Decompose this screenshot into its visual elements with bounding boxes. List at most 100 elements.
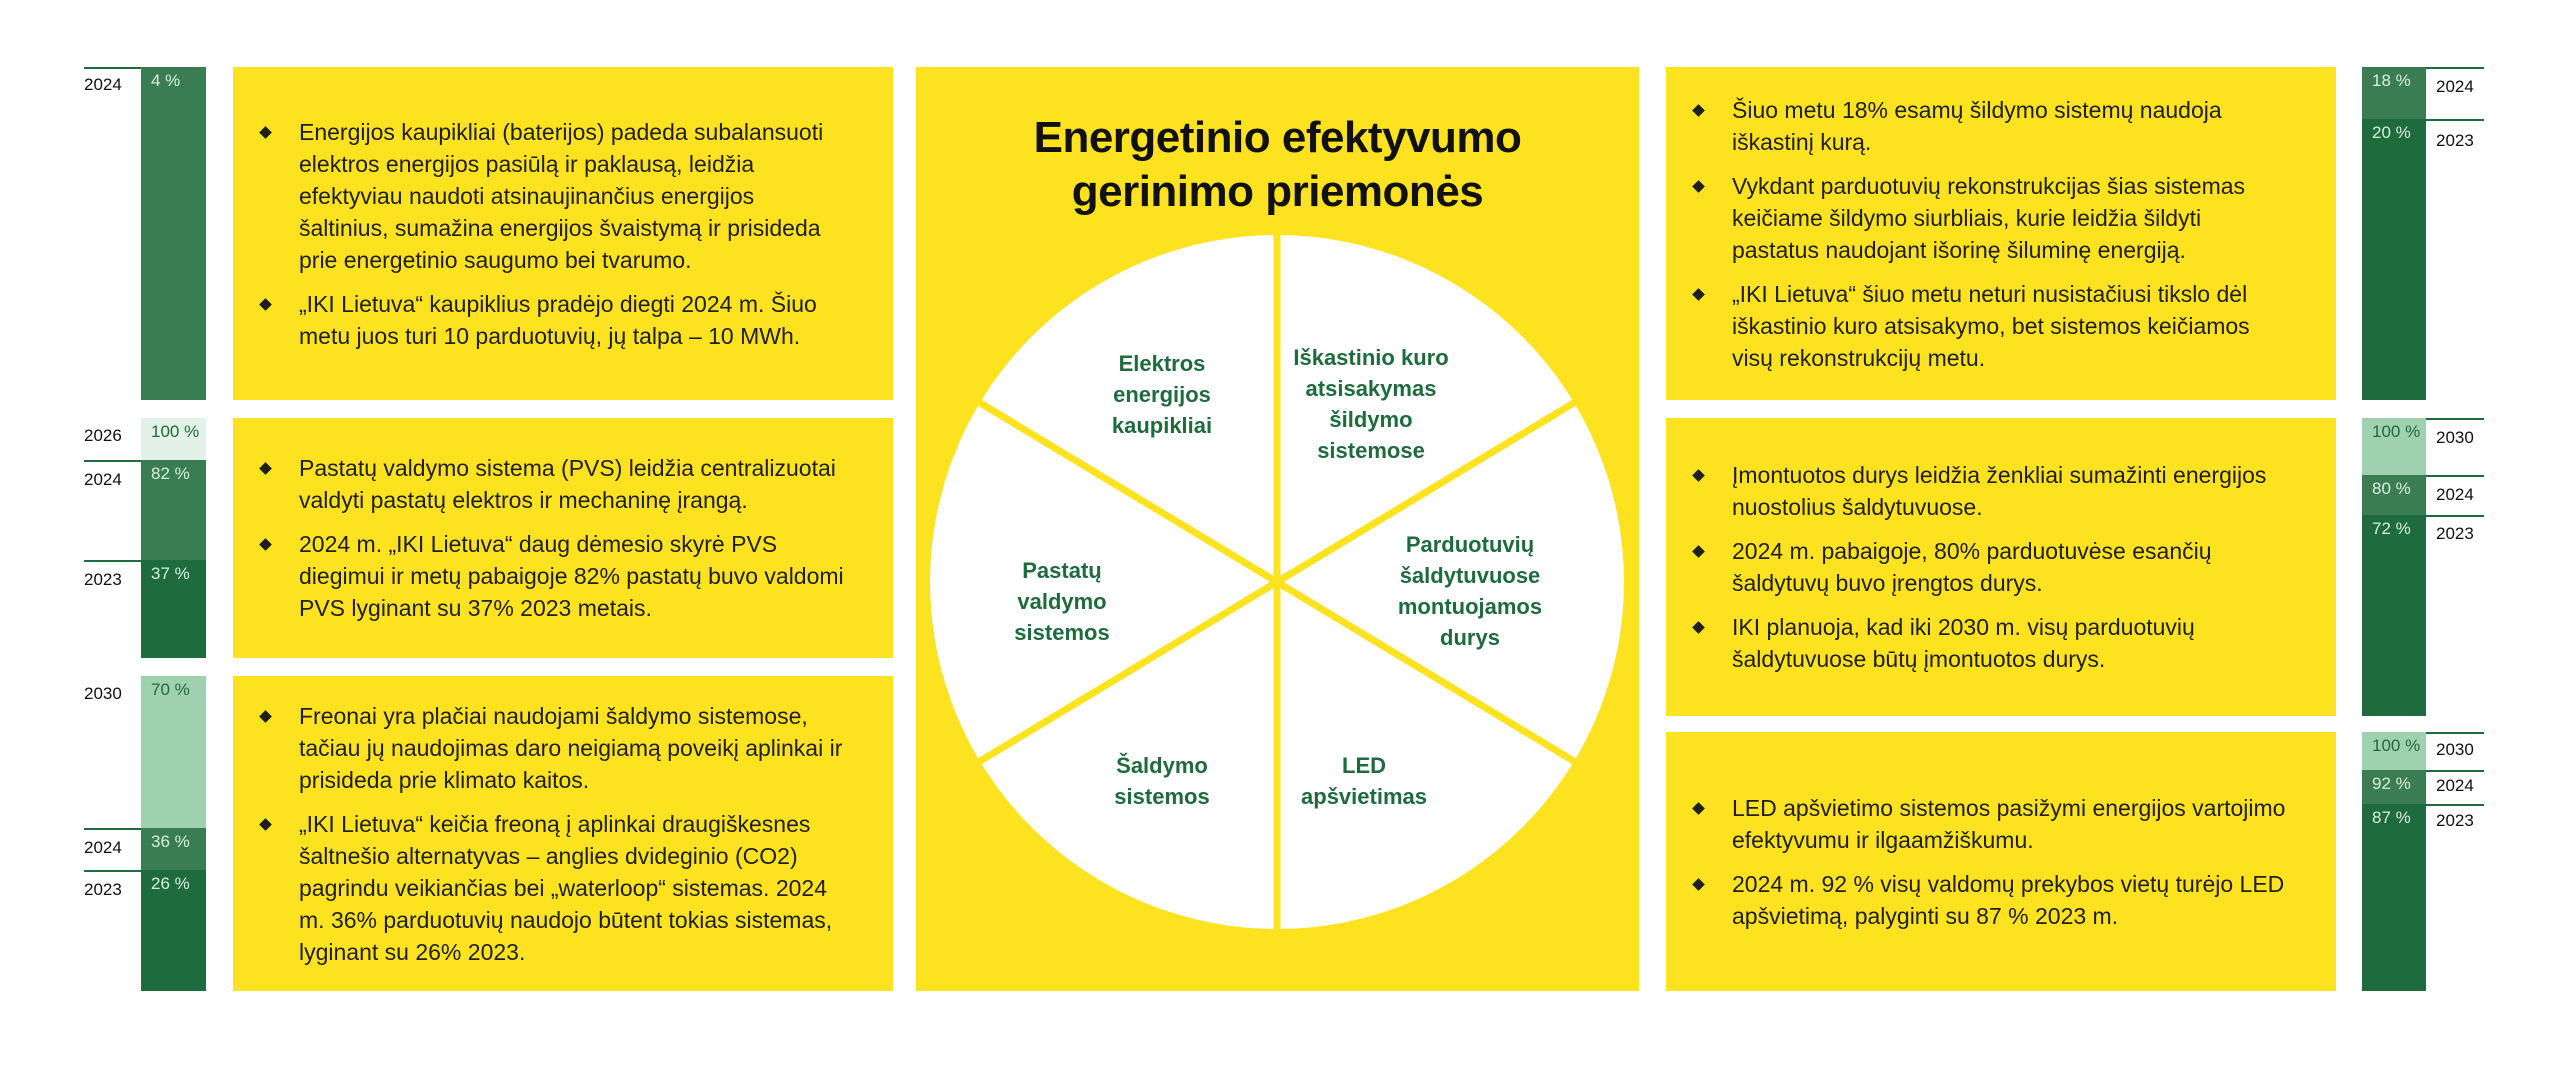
card-building-management: Pastatų valdymo sistema (PVS) leidžia ce…: [233, 418, 893, 658]
bullet-item: „IKI Lietuva“ kaupiklius pradėjo diegti …: [253, 288, 849, 352]
bar-chart-fridge-doors: 100 % 80 % 72 % 2030 2024 2023: [2362, 418, 2484, 716]
bar-percent-label: 100 %: [2372, 736, 2421, 755]
bar-year-label: 2026: [84, 426, 122, 445]
bar-segment-2023: 87 %: [2362, 804, 2426, 991]
wheel-label-building-management: Pastatų valdymo sistemos: [1014, 558, 1110, 645]
bar-divider: [84, 460, 141, 462]
center-title-line2: gerinimo priemonės: [1071, 167, 1484, 216]
bar-segment-2023: 72 %: [2362, 515, 2426, 716]
center-title: Energetinio efektyvumo gerinimo priemonė…: [916, 111, 1639, 219]
bar-chart-led-lighting: 100 % 92 % 87 % 2030 2024 2023: [2362, 732, 2484, 991]
bar-year-label: 2024: [2436, 77, 2474, 96]
bar-percent-label: 80 %: [2372, 479, 2411, 498]
wheel-divider: [970, 395, 1279, 585]
bar-divider: [2426, 515, 2484, 517]
bar-divider: [84, 828, 141, 830]
bullet-list: Energijos kaupikliai (baterijos) padeda …: [253, 116, 849, 352]
bar-percent-label: 26 %: [151, 874, 190, 893]
wheel-divider: [970, 579, 1279, 769]
measures-wheel: [930, 227, 1624, 937]
bar-divider: [84, 560, 141, 562]
wheel-label-led: LED apšvietimas: [1301, 753, 1427, 809]
bar-year-label: 2023: [2436, 131, 2474, 150]
bar-percent-label: 72 %: [2372, 519, 2411, 538]
bar-divider: [2426, 770, 2484, 772]
bar-divider: [2426, 475, 2484, 477]
bullet-item: Freonai yra plačiai naudojami šaldymo si…: [253, 700, 849, 796]
bullet-item: Įmontuotos durys leidžia ženkliai sumaži…: [1686, 459, 2292, 523]
bullet-list: LED apšvietimo sistemos pasižymi energij…: [1686, 792, 2292, 932]
bar-year-label: 2030: [2436, 740, 2474, 759]
center-panel: Energetinio efektyvumo gerinimo priemonė…: [916, 67, 1639, 991]
center-title-line1: Energetinio efektyvumo: [1033, 113, 1522, 162]
bar-chart-building-management: 100 % 82 % 37 % 2026 2024 2023: [84, 418, 206, 658]
bar-segment-2023: 20 %: [2362, 119, 2426, 400]
bar-segment-2030: 100 %: [2362, 418, 2426, 475]
bullet-item: Vykdant parduotuvių rekonstrukcijas šias…: [1686, 170, 2292, 266]
bar-percent-label: 92 %: [2372, 774, 2411, 793]
bar-year-label: 2030: [84, 684, 122, 703]
wheel-label-fossil-fuel: Iškastinio kuro atsisakymas šildymo sist…: [1293, 345, 1449, 463]
bar-segment-2030: 70 %: [141, 676, 206, 828]
bar-percent-label: 18 %: [2372, 71, 2411, 90]
card-refrigerants: Freonai yra plačiai naudojami šaldymo si…: [233, 676, 893, 991]
bar-divider: [2426, 119, 2484, 121]
bar-year-label: 2024: [2436, 485, 2474, 504]
bar-percent-label: 87 %: [2372, 808, 2411, 827]
bullet-item: 2024 m. „IKI Lietuva“ daug dėmesio skyrė…: [253, 528, 849, 624]
bar-divider: [2426, 418, 2484, 420]
bullet-item: IKI planuoja, kad iki 2030 m. visų pardu…: [1686, 611, 2292, 675]
bar-segment-2023: 26 %: [141, 870, 206, 991]
bullet-item: Energijos kaupikliai (baterijos) padeda …: [253, 116, 849, 276]
bullet-item: Pastatų valdymo sistema (PVS) leidžia ce…: [253, 452, 849, 516]
bar-percent-label: 37 %: [151, 564, 190, 583]
bar-year-label: 2030: [2436, 428, 2474, 447]
bullet-item: LED apšvietimo sistemos pasižymi energij…: [1686, 792, 2292, 856]
bar-year-label: 2023: [2436, 524, 2474, 543]
bullet-item: „IKI Lietuva“ keičia freoną į aplinkai d…: [253, 808, 849, 968]
bullet-item: Šiuo metu 18% esamų šildymo sistemų naud…: [1686, 94, 2292, 158]
bullet-item: „IKI Lietuva“ šiuo metu neturi nusistači…: [1686, 278, 2292, 374]
bar-chart-refrigerants: 70 % 36 % 26 % 2030 2024 2023: [84, 676, 206, 991]
card-fridge-doors: Įmontuotos durys leidžia ženkliai sumaži…: [1666, 418, 2336, 716]
bar-segment-2024: 80 %: [2362, 475, 2426, 515]
bar-year-label: 2023: [84, 570, 122, 589]
bullet-list: Įmontuotos durys leidžia ženkliai sumaži…: [1686, 459, 2292, 675]
bar-segment-2024: 36 %: [141, 828, 206, 870]
bullet-item: 2024 m. 92 % visų valdomų prekybos vietų…: [1686, 868, 2292, 932]
bar-divider: [2426, 67, 2484, 69]
bullet-list: Pastatų valdymo sistema (PVS) leidžia ce…: [253, 452, 849, 624]
bar-segment-2024: 18 %: [2362, 67, 2426, 119]
wheel-label-cooling: Šaldymo sistemos: [1114, 753, 1210, 809]
bar-divider: [2426, 732, 2484, 734]
bar-percent-label: 36 %: [151, 832, 190, 851]
bar-segment-2030: 100 %: [2362, 732, 2426, 770]
bar-percent-label: 20 %: [2372, 123, 2411, 142]
bullet-list: Šiuo metu 18% esamų šildymo sistemų naud…: [1686, 94, 2292, 374]
bar-percent-label: 70 %: [151, 680, 190, 699]
wheel-label-energy-storage: Elektros energijos kaupikliai: [1111, 351, 1213, 438]
bar-year-label: 2024: [84, 838, 122, 857]
card-fossil-fuel: Šiuo metu 18% esamų šildymo sistemų naud…: [1666, 67, 2336, 400]
bar-percent-label: 100 %: [151, 422, 200, 441]
bar-percent-label: 4 %: [151, 71, 181, 90]
bar-chart-fossil-fuel: 18 % 20 % 2024 2023: [2362, 67, 2484, 400]
bullet-list: Freonai yra plačiai naudojami šaldymo si…: [253, 700, 849, 968]
bar-year-label: 2023: [2436, 811, 2474, 830]
wheel-divider: [1275, 579, 1584, 769]
bar-segment-2026: 100 %: [141, 418, 206, 460]
bar-year-label: 2024: [84, 75, 122, 94]
bar-segment-2023: 37 %: [141, 560, 206, 658]
card-led-lighting: LED apšvietimo sistemos pasižymi energij…: [1666, 732, 2336, 991]
bar-year-label: 2024: [84, 470, 122, 489]
bullet-item: 2024 m. pabaigoje, 80% parduotuvėse esan…: [1686, 535, 2292, 599]
wheel-label-fridge-doors: Parduotuvių šaldytuvuose montuojamos dur…: [1397, 532, 1543, 650]
bar-chart-energy-storage: 4 % 2024: [84, 67, 206, 400]
bar-divider: [84, 870, 141, 872]
bar-segment-2024: 82 %: [141, 460, 206, 560]
bar-percent-label: 82 %: [151, 464, 190, 483]
bar-year-label: 2023: [84, 880, 122, 899]
bar-divider: [84, 67, 141, 69]
bar-segment-2024: 4 %: [141, 67, 206, 400]
bar-segment-2024: 92 %: [2362, 770, 2426, 804]
